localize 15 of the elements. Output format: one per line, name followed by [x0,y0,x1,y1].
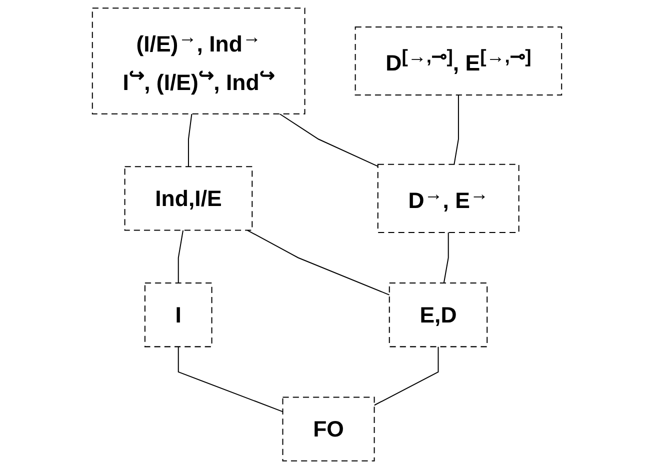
connector [374,346,439,406]
connector [247,230,390,296]
node-box: I [144,282,212,348]
node-box: Ind,I/E [124,166,253,231]
node-box: (I/E)$^{→}$, Ind$^{→}$ I$^{↪}$, (I/E)$^{↪}$, Ind$^{↪}$ [92,8,306,114]
node-box: D$^{→}$, E$^{→}$ [377,164,520,233]
connector [443,232,449,284]
connector [279,113,378,167]
node-box: FO [282,396,375,462]
connector [178,346,283,412]
node-box: D$^{[→,⊸]}$, E$^{[→,⊸]}$ [354,26,562,96]
connector [188,114,192,167]
connector [454,95,459,164]
connector [178,230,184,283]
node-box: E,D [388,282,488,348]
